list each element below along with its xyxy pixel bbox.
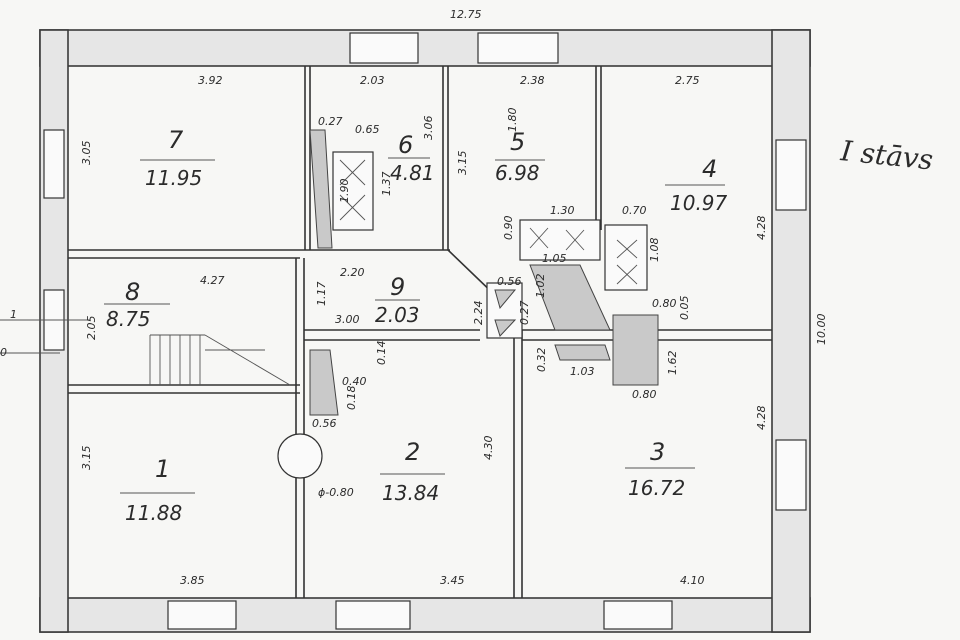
room-9-area: 2.03: [375, 303, 420, 327]
dim-bottom-2: 3.45: [440, 574, 465, 587]
dim-top-2: 2.03: [360, 74, 385, 87]
ventilation-marks: [339, 159, 638, 285]
room-4-number: 4: [702, 155, 717, 183]
dimension-label: 2.20: [340, 266, 365, 279]
dimension-label: 0.65: [355, 123, 380, 136]
dimension-label: 0.80: [652, 297, 677, 310]
plan-title: I stāvs: [838, 134, 934, 177]
dim-left-3: 3.15: [80, 446, 93, 471]
dimension-label: 1.90: [338, 179, 351, 204]
room-labels: 7 11.95 6 4.81 5 6.98 4 10.97 8 8.75 9 2…: [106, 126, 728, 525]
window-bottom-1: [167, 600, 237, 630]
room-6-number: 6: [398, 131, 413, 159]
window-top-1: [349, 32, 419, 64]
room-1-number: 1: [155, 455, 170, 483]
dimension-label: 1.80: [506, 108, 519, 133]
room-3-area: 16.72: [628, 476, 685, 500]
dimension-label: 1.37: [380, 172, 393, 197]
section-mark-1: 1: [10, 308, 17, 321]
dimension-label: 1.05: [542, 252, 567, 265]
staircase: [149, 334, 291, 386]
dimension-label: 0.56: [312, 417, 337, 430]
window-top-2: [477, 32, 559, 64]
dim-left-2: 2.05: [85, 316, 98, 341]
dimension-label: 0.05: [678, 296, 691, 321]
chimney-blocks: [309, 129, 659, 416]
dim-top-4: 2.75: [675, 74, 700, 87]
window-right-2: [775, 439, 807, 511]
window-bottom-2: [335, 600, 411, 630]
dimension-label: 1.02: [534, 274, 547, 299]
room-6-area: 4.81: [390, 161, 435, 185]
room-9-number: 9: [390, 273, 405, 301]
window-right-1: [775, 139, 807, 211]
section-mark-0: 0: [0, 346, 7, 359]
dims-top: 3.92 2.03 2.38 2.75: [198, 74, 700, 87]
window-left-1: [43, 129, 65, 199]
dim-left-1: 3.05: [80, 141, 93, 166]
wall-bottom: [39, 597, 811, 633]
dim-bottom-1: 3.85: [180, 574, 205, 587]
dimension-label: 0.40: [342, 375, 367, 388]
room-7-number: 7: [168, 126, 184, 154]
round-column: [277, 433, 323, 479]
room-5-number: 5: [510, 128, 525, 156]
dimension-label: 1.08: [648, 238, 661, 263]
dimension-label: 0.32: [535, 348, 548, 373]
dimension-label: 0.14: [375, 341, 388, 366]
dimension-label: 3.00: [335, 313, 360, 326]
dims-right: 4.28 4.28: [755, 216, 768, 431]
dimension-label: 0.56: [497, 275, 522, 288]
dimension-label: 1.17: [315, 282, 328, 307]
dimension-label: 0.27: [518, 301, 531, 326]
room-2-number: 2: [405, 438, 420, 466]
dimension-label: 0.18: [345, 386, 358, 411]
dim-right-2: 4.28: [755, 406, 768, 431]
room-8-area: 8.75: [106, 307, 151, 331]
room-1-area: 11.88: [125, 501, 182, 525]
dim-top-3: 2.38: [520, 74, 545, 87]
room-5-area: 6.98: [495, 161, 540, 185]
dimension-label: 0.27: [318, 115, 343, 128]
room-8-number: 8: [125, 278, 140, 306]
room-3-number: 3: [650, 438, 665, 466]
dimension-label: 2.24: [472, 301, 485, 326]
dims-left: 3.05 2.05 3.15: [80, 141, 98, 471]
dimension-label: 0.70: [622, 204, 647, 217]
dimension-label: 4.27: [200, 274, 225, 287]
dim-top-1: 3.92: [198, 74, 223, 87]
dimension-label: 0.80: [632, 388, 657, 401]
room-7-area: 11.95: [145, 166, 202, 190]
column-diameter: ϕ-0.80: [318, 486, 354, 499]
dim-right-1: 4.28: [755, 216, 768, 241]
dims-inner: 0.27 0.65 3.06 1.90 1.37 1.80 3.15 0.90 …: [200, 108, 691, 461]
dim-bottom-3: 4.10: [680, 574, 705, 587]
dimension-label: 3.06: [422, 116, 435, 141]
windows: [43, 32, 807, 630]
wall-top: [39, 29, 811, 67]
area-fraction-lines: [104, 157, 725, 494]
dimension-label: 1.03: [570, 365, 595, 378]
dimension-label: 4.30: [482, 436, 495, 461]
dimension-label: 1.62: [666, 351, 679, 376]
overall-width: 12.75: [450, 8, 482, 21]
room-4-area: 10.97: [670, 191, 728, 215]
dimension-label: 3.15: [456, 151, 469, 176]
wall-right: [771, 29, 811, 633]
room-2-area: 13.84: [382, 481, 439, 505]
dimension-label: 1.30: [550, 204, 575, 217]
dims-bottom: 3.85 3.45 4.10: [180, 574, 705, 587]
window-bottom-3: [603, 600, 673, 630]
dimension-label: 0.90: [502, 216, 515, 241]
overall-height: 10.00: [815, 314, 828, 346]
